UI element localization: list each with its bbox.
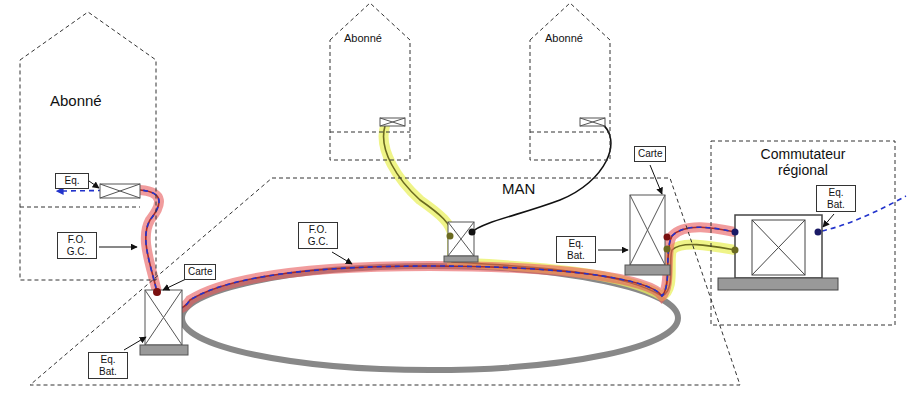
callout-label: Eq. Bat.: [99, 354, 117, 377]
outline-shape: [530, 2, 612, 162]
regional-switch: [718, 215, 838, 290]
floor-line: [20, 207, 140, 208]
region-outline: Commutateur régionalEq. Bat.: [710, 140, 896, 326]
region-label: Abonné: [344, 32, 382, 45]
red-fiber: [140, 190, 735, 309]
region-outline: Abonné: [330, 2, 412, 162]
floor-line: [330, 132, 410, 133]
connection-dots: [153, 229, 822, 297]
dashed-outline: [30, 178, 740, 385]
region-label: Abonné: [50, 92, 102, 109]
region-label: MAN: [502, 180, 535, 197]
outline-shape: [330, 2, 412, 162]
callout-label: Carte: [188, 266, 212, 278]
callout-box: Eq.: [55, 173, 89, 189]
callout-box: Carte: [184, 264, 216, 280]
callout-label: Eq. Bat.: [567, 238, 585, 261]
callout-box: Eq. Bat.: [556, 236, 596, 263]
dashed-outline: [711, 141, 895, 325]
callout-label: F.O. G.C.: [308, 224, 329, 247]
copper-drop: [472, 122, 611, 232]
region-label: Commutateur régional: [745, 146, 860, 178]
callout-box: Carte: [634, 146, 666, 162]
callout-label: Eq. Bat.: [827, 187, 845, 210]
dashed-outline: [330, 3, 410, 160]
dashed-outline: [530, 3, 610, 160]
house-equipment: [100, 118, 605, 198]
region-outline: Abonné: [530, 2, 612, 162]
region-outline: MANF.O. G.C.Eq. Bat.CarteEq. Bat.: [28, 176, 742, 388]
outline-shape: [28, 176, 742, 388]
region-outline: AbonnéEq. F.O. G.C.: [20, 10, 158, 282]
callout-label: Carte: [638, 148, 662, 160]
callout-box: Eq. Bat.: [816, 185, 856, 212]
callout-box: F.O. G.C.: [57, 232, 97, 259]
street-equipment: [140, 195, 670, 355]
region-label: Abonné: [545, 32, 583, 45]
callout-label: Eq.: [64, 175, 79, 187]
floor-line: [530, 132, 610, 133]
callout-box: F.O. G.C.: [298, 222, 338, 249]
callout-box: Eq. Bat.: [88, 352, 128, 379]
callout-label: F.O. G.C.: [67, 234, 88, 257]
leader-arrows: [89, 165, 834, 350]
red-route: [140, 190, 735, 309]
dashed-outline: [20, 12, 156, 280]
